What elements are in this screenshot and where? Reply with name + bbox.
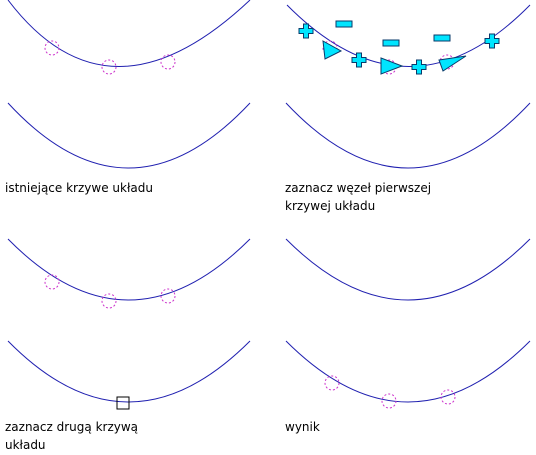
plus-grip-icon[interactable] <box>298 23 314 39</box>
layout-curve-bottom <box>7 340 251 403</box>
layout-curve-bottom <box>285 340 531 403</box>
node-circle-icon <box>160 288 176 304</box>
plus-grip-icon[interactable] <box>351 52 367 68</box>
caption-select-second-curve: zaznacz drugą krzywą układu <box>5 418 255 454</box>
panel-select-node <box>285 4 531 169</box>
node-circle-icon <box>324 375 340 391</box>
triangle-grip-icon[interactable] <box>438 55 467 72</box>
caption-line: zaznacz węzeł pierwszej <box>285 181 432 195</box>
node-circle-icon <box>101 293 117 309</box>
caption-line: krzywej układu <box>285 199 376 213</box>
node-circle-icon <box>322 40 338 56</box>
layout-curve-top <box>7 0 251 67</box>
minus-grip-icon[interactable] <box>382 39 400 47</box>
caption-line: zaznacz drugą krzywą <box>5 420 139 434</box>
caption-existing-curves: istniejące krzywe układu <box>5 179 255 197</box>
node-circle-icon <box>381 393 397 409</box>
triangle-grip-icon[interactable] <box>380 57 404 75</box>
pick-box-icon[interactable] <box>116 396 130 410</box>
panel-result <box>285 238 531 409</box>
plus-grip-icon[interactable] <box>484 33 500 49</box>
minus-grip-icon[interactable] <box>433 34 451 42</box>
caption-line: układu <box>5 438 46 452</box>
triangle-grip-icon[interactable] <box>322 40 343 60</box>
node-circle-icon <box>160 54 176 70</box>
caption-line: istniejące krzywe układu <box>5 181 153 195</box>
layout-curve-bottom <box>7 102 251 169</box>
layout-curve-top <box>285 238 531 301</box>
layout-curve-bottom <box>285 102 531 169</box>
layout-curve-top <box>7 238 251 301</box>
node-circle-icon <box>44 40 60 56</box>
node-circle-icon <box>440 389 456 405</box>
panel-select-second-curve <box>7 238 251 410</box>
node-circle-icon <box>101 59 117 75</box>
caption-select-node: zaznacz węzeł pierwszej krzywej układu <box>285 179 525 215</box>
caption-result: wynik <box>285 418 525 436</box>
plus-grip-icon[interactable] <box>411 59 427 75</box>
panel-existing-curves <box>7 0 251 169</box>
layout-curve-top <box>286 4 531 67</box>
caption-line: wynik <box>285 420 320 434</box>
minus-grip-icon[interactable] <box>335 20 353 28</box>
node-circle-icon <box>44 274 60 290</box>
